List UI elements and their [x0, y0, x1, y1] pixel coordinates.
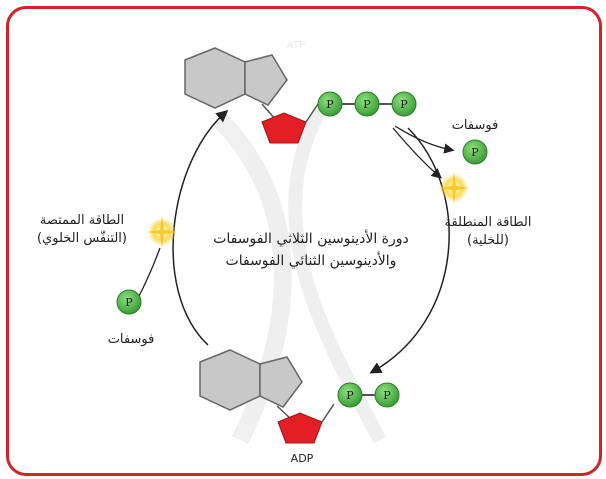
added-phosphate-text: فوسفات — [107, 332, 155, 347]
released-energy-line1: الطاقة المنطلقة — [444, 215, 532, 230]
cycle-center-title: دورة الأدينوسين الثلاثي الفوسفات والأدين… — [196, 228, 426, 272]
cycle-center-line2: والأدينوسين الثنائي الفوسفات — [225, 253, 397, 269]
absorbed-energy-line1: الطاقة الممتصة — [39, 213, 125, 228]
top-adenine-pentagon — [244, 54, 288, 106]
released-phosphate-text: فوسفات — [451, 118, 499, 133]
diagram-frame — [6, 6, 602, 476]
bottom-adenine-hexagon — [199, 349, 261, 411]
released-phosphate — [462, 139, 488, 165]
bottom-phosphate-1 — [337, 382, 363, 408]
energy-release-arrow — [392, 127, 442, 179]
cycle-center-line1: دورة الأدينوسين الثلاثي الفوسفات — [213, 231, 409, 247]
released-energy-line2: (للخلية) — [467, 233, 509, 248]
released-energy-burst-icon — [438, 172, 470, 204]
absorbed-energy-burst-icon — [146, 216, 178, 248]
top-molecule: P P P ATP — [184, 40, 417, 144]
phosphate-release-arrow — [394, 125, 455, 154]
top-phosphate-2 — [354, 91, 380, 117]
top-phosphate-3 — [391, 91, 417, 117]
absorbed-energy-text: الطاقة الممتصة (التنفّس الخلوي) — [22, 212, 142, 248]
right-cycle-arrow — [369, 127, 450, 374]
top-ribose-pentagon — [261, 112, 307, 144]
top-phosphate-1 — [317, 91, 343, 117]
top-molecule-label: ATP — [287, 40, 305, 51]
bottom-molecule-label: ADP — [291, 452, 314, 465]
added-phosphate-label-p: P — [125, 296, 133, 309]
released-phosphate-label-p: P — [471, 146, 479, 159]
bottom-ribose-pentagon — [277, 412, 323, 444]
bottom-phosphate-2-label: P — [383, 389, 391, 402]
bottom-adenine-pentagon — [259, 356, 303, 408]
phosphate-join-arrow — [137, 247, 161, 299]
bottom-molecule: P P ADP — [199, 349, 400, 465]
absorbed-energy-line2: (التنفّس الخلوي) — [36, 231, 127, 246]
bottom-phosphate-2 — [374, 382, 400, 408]
bottom-phosphate-1-label: P — [346, 389, 354, 402]
top-phosphate-1-label: P — [326, 98, 334, 111]
top-phosphate-2-label: P — [363, 98, 371, 111]
added-phosphate — [116, 289, 142, 315]
top-phosphate-3-label: P — [400, 98, 408, 111]
released-energy-text: الطاقة المنطلقة (للخلية) — [428, 214, 548, 250]
top-adenine-hexagon — [184, 47, 246, 109]
